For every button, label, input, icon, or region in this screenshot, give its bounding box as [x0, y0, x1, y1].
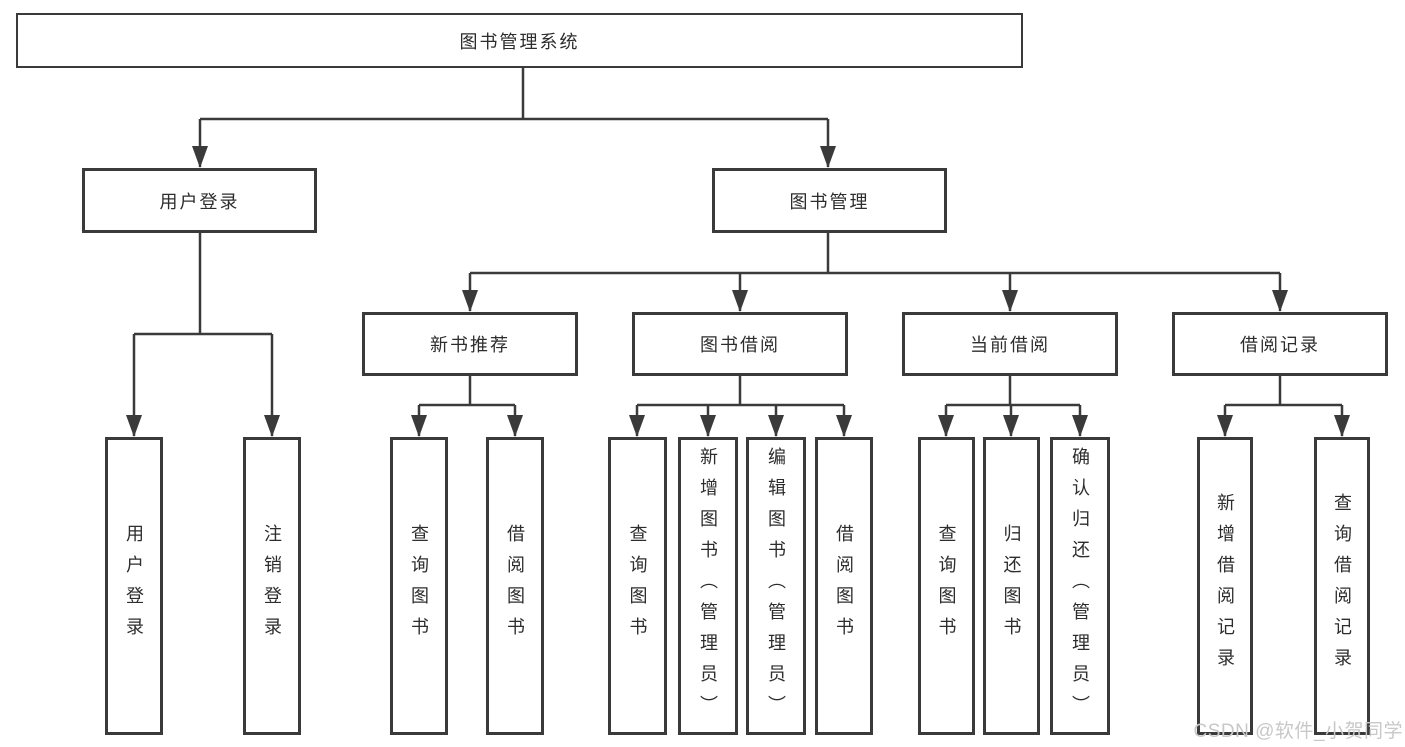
- node-current-borrow: 当前借阅: [902, 312, 1118, 376]
- leaf-records-query: 查询借阅记录: [1314, 437, 1370, 735]
- leaf-newbooks-borrow-label: 借阅图书: [505, 524, 525, 648]
- leaf-user-login-label: 用户登录: [124, 524, 144, 648]
- node-user-login: 用户登录: [82, 168, 317, 233]
- leaf-borrow-query: 查询图书: [608, 437, 667, 735]
- leaf-borrow-book: 借阅图书: [815, 437, 873, 735]
- leaf-user-login: 用户登录: [105, 437, 163, 735]
- leaf-current-return: 归还图书: [983, 437, 1040, 735]
- node-borrow-records-label: 借阅记录: [1240, 335, 1320, 355]
- leaf-current-confirm-return-label: 确认归还（管理员）: [1070, 446, 1090, 726]
- tree-rails: [134, 66, 1342, 407]
- leaf-borrow-book-label: 借阅图书: [834, 524, 854, 648]
- node-book-mgmt-label: 图书管理: [789, 191, 870, 212]
- node-borrowing-label: 图书借阅: [700, 335, 780, 355]
- leaf-borrow-edit-book: 编辑图书（管理员）: [746, 437, 806, 735]
- node-book-mgmt: 图书管理: [712, 168, 947, 233]
- node-current-borrow-label: 当前借阅: [970, 335, 1050, 355]
- leaf-current-query: 查询图书: [918, 437, 975, 735]
- leaf-newbooks-query: 查询图书: [390, 437, 448, 735]
- leaf-records-add-label: 新增借阅记录: [1215, 493, 1235, 679]
- leaf-current-query-label: 查询图书: [936, 524, 957, 648]
- node-borrowing: 图书借阅: [632, 312, 848, 376]
- leaf-logout-label: 注销登录: [262, 524, 282, 648]
- node-new-books: 新书推荐: [362, 312, 578, 376]
- leaf-newbooks-query-label: 查询图书: [409, 524, 429, 648]
- leaf-borrow-add-book-label: 新增图书（管理员）: [698, 446, 718, 726]
- node-user-login-label: 用户登录: [159, 191, 240, 212]
- leaf-records-query-label: 查询借阅记录: [1332, 493, 1352, 679]
- node-root-label: 图书管理系统: [459, 31, 580, 52]
- leaf-current-return-label: 归还图书: [1001, 524, 1022, 648]
- leaf-current-confirm-return: 确认归还（管理员）: [1050, 437, 1110, 735]
- leaf-borrow-add-book: 新增图书（管理员）: [678, 437, 738, 735]
- csdn-watermark: CSDN @软件_小贺同学: [1193, 721, 1403, 742]
- node-borrow-records: 借阅记录: [1172, 312, 1388, 376]
- leaf-records-add: 新增借阅记录: [1197, 437, 1253, 735]
- leaf-newbooks-borrow: 借阅图书: [486, 437, 544, 735]
- leaf-logout: 注销登录: [243, 437, 301, 735]
- leaf-borrow-edit-book-label: 编辑图书（管理员）: [766, 446, 786, 726]
- node-new-books-label: 新书推荐: [430, 335, 510, 355]
- leaf-borrow-query-label: 查询图书: [627, 524, 648, 648]
- node-root-system: 图书管理系统: [16, 13, 1023, 68]
